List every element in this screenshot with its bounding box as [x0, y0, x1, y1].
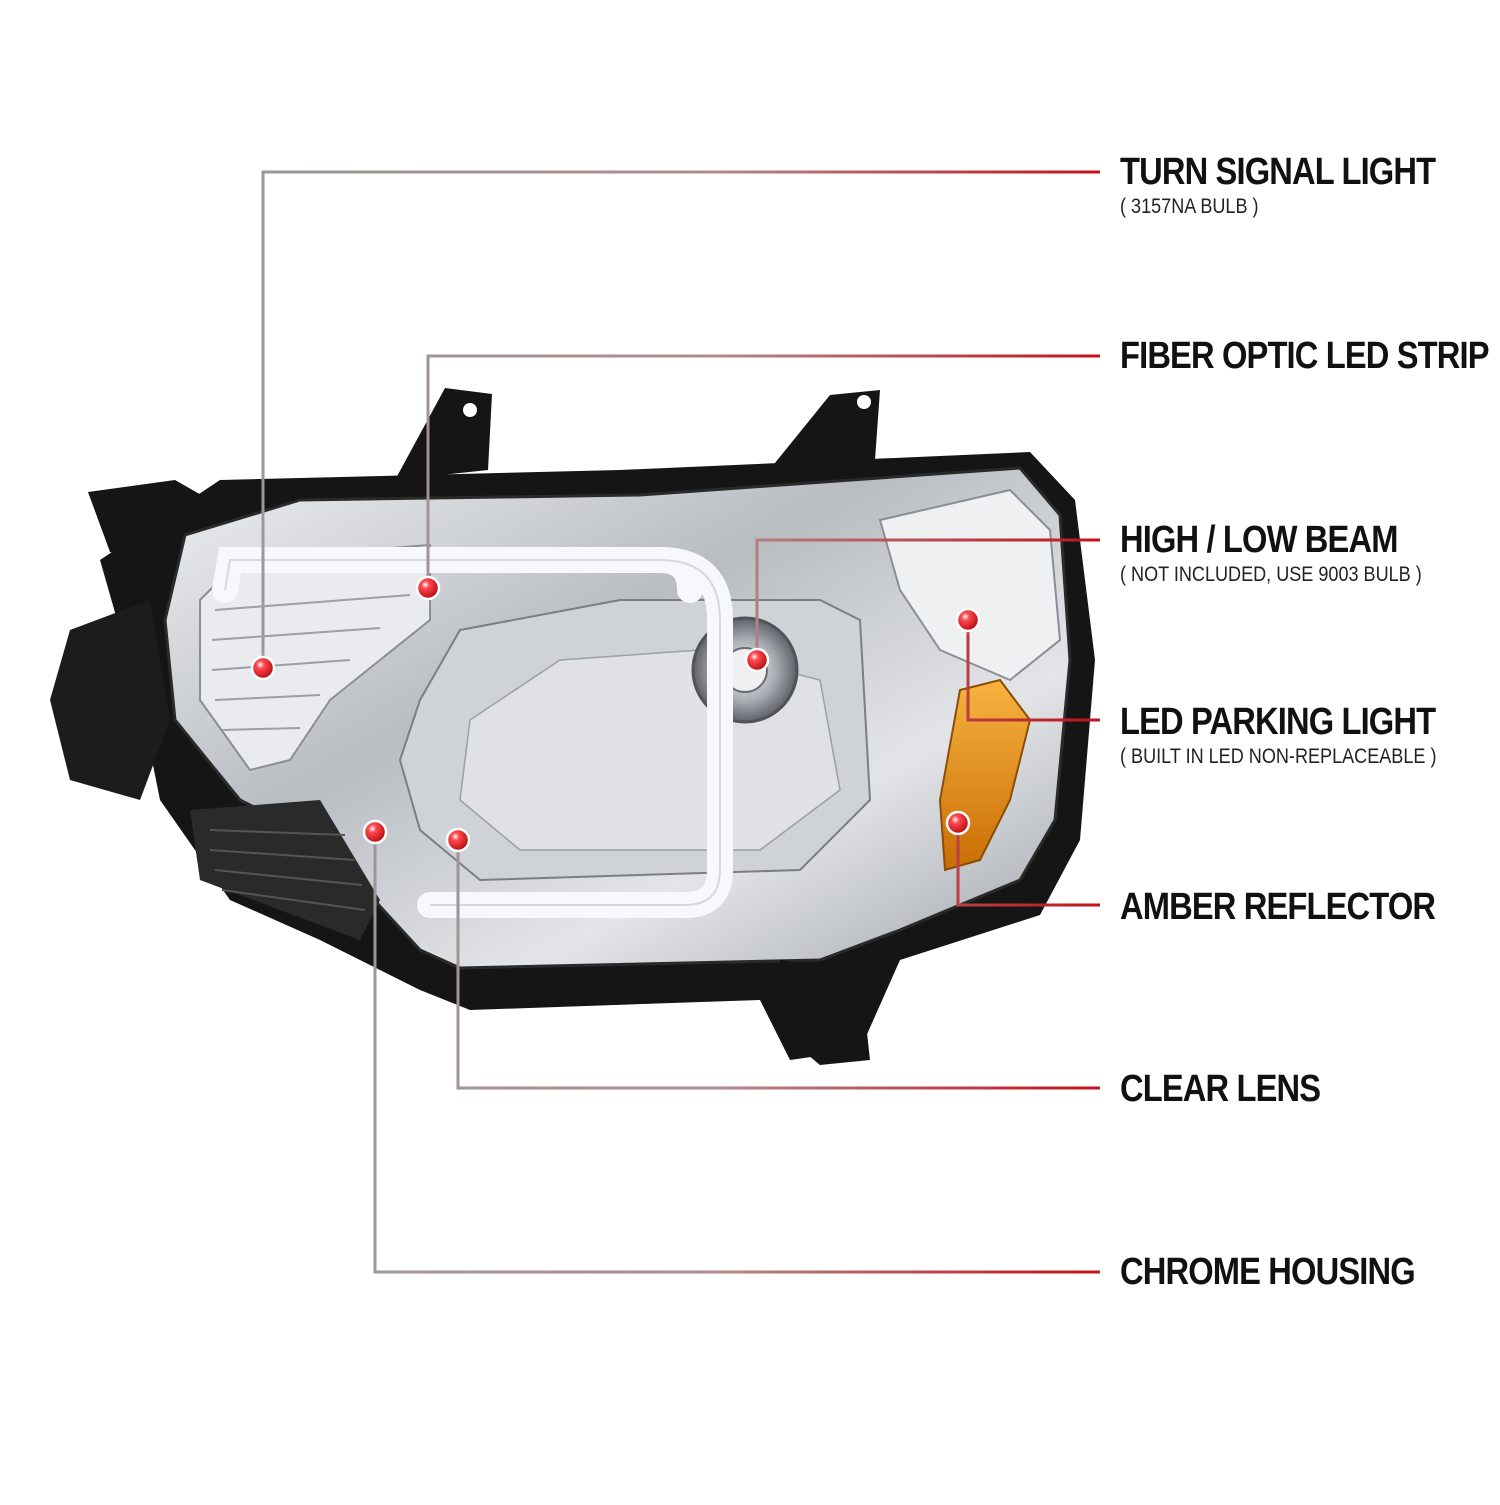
callout-title: HIGH / LOW BEAM [1120, 519, 1398, 561]
callout-title: CLEAR LENS [1120, 1068, 1321, 1110]
callout-leaders [261, 170, 1100, 1274]
callout-title: FIBER OPTIC LED STRIP [1120, 335, 1490, 377]
leader-line-chrome-housing [373, 832, 1100, 1274]
marker-dot-fiber-optic [415, 575, 441, 601]
callout-title: LED PARKING LIGHT [1120, 701, 1436, 743]
callout-subtitle: ( NOT INCLUDED, USE 9003 BULB ) [1120, 563, 1422, 586]
corner-lens [878, 488, 1062, 682]
mounting-tab-left [395, 388, 492, 480]
marker-dot-clear-lens [445, 827, 471, 853]
callout-chrome-housing: CHROME HOUSING [1120, 1250, 1463, 1294]
marker-dot-chrome-housing [362, 819, 388, 845]
leader-line-parking-light [966, 620, 1100, 722]
callout-parking-light: LED PARKING LIGHT ( BUILT IN LED NON-REP… [1120, 700, 1488, 770]
callout-fiber-optic: FIBER OPTIC LED STRIP [1120, 334, 1500, 378]
callout-subtitle: ( BUILT IN LED NON-REPLACEABLE ) [1120, 745, 1437, 768]
marker-dot-high-low-beam [744, 647, 770, 673]
callout-markers [250, 575, 981, 853]
side-connector [50, 600, 170, 800]
marker-dot-amber-reflector [945, 810, 971, 836]
marker-dot-turn-signal [250, 655, 276, 681]
vent-grille [209, 829, 366, 911]
mounting-leg [780, 960, 870, 1065]
marker-dot-parking-light [955, 607, 981, 633]
leader-line-amber-reflector [956, 823, 1100, 907]
callout-title: TURN SIGNAL LIGHT [1120, 151, 1436, 193]
mounting-tab-side [88, 480, 210, 560]
leader-line-fiber-optic [426, 354, 1100, 588]
headlight-body [50, 388, 1095, 1065]
callout-title: CHROME HOUSING [1120, 1251, 1416, 1293]
leader-line-turn-signal [261, 170, 1100, 668]
callout-subtitle: ( 3157NA BULB ) [1120, 195, 1259, 218]
callout-amber-reflector: AMBER REFLECTOR [1120, 885, 1486, 929]
callout-high-low-beam: HIGH / LOW BEAM ( NOT INCLUDED, USE 9003… [1120, 518, 1471, 588]
leader-line-high-low-beam [755, 538, 1100, 660]
callout-clear-lens: CLEAR LENS [1120, 1067, 1353, 1111]
reflector-ribs [211, 594, 411, 731]
callout-title: AMBER REFLECTOR [1120, 886, 1436, 928]
callout-turn-signal: TURN SIGNAL LIGHT ( 3157NA BULB ) [1120, 150, 1487, 220]
leader-line-clear-lens [456, 840, 1100, 1090]
